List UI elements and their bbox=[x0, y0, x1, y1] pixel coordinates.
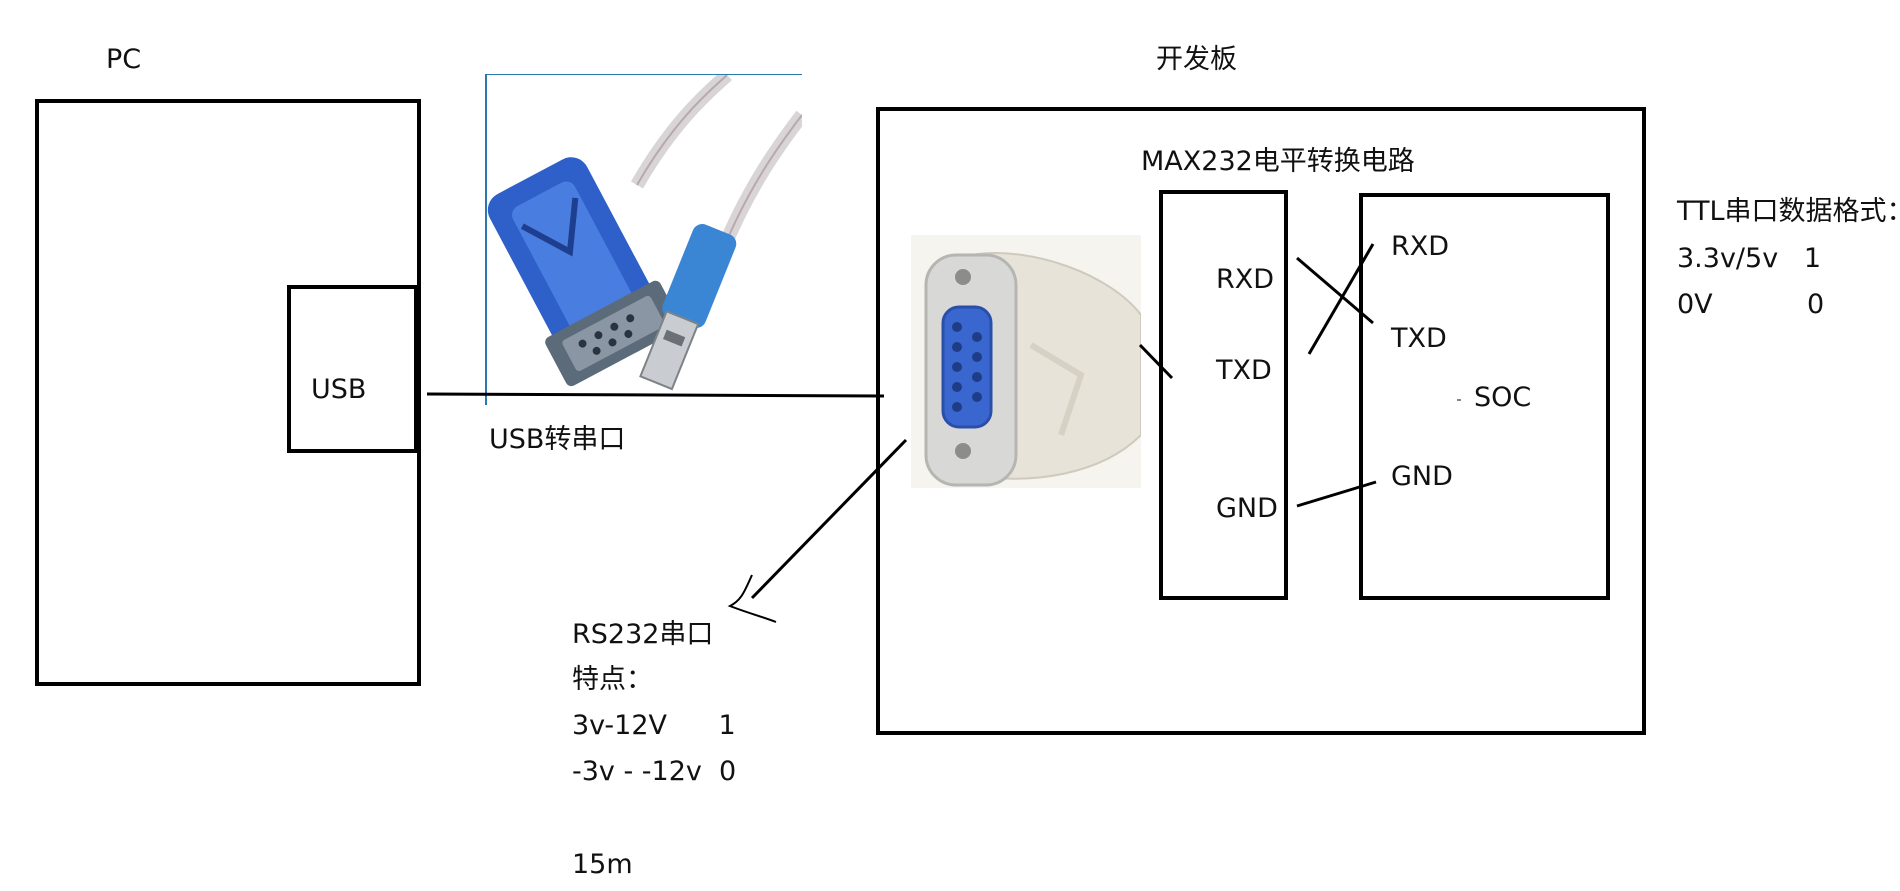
dev-board-label: 开发板 bbox=[1156, 44, 1237, 75]
pc-box bbox=[35, 99, 421, 686]
usb-serial-cable-icon bbox=[487, 75, 802, 391]
usb-port-label: USB bbox=[311, 374, 367, 405]
db9-connector-icon bbox=[911, 235, 1141, 488]
usb-to-serial-label: USB转串口 bbox=[489, 424, 626, 455]
ttl-low-level: 0V 0 bbox=[1677, 289, 1825, 320]
max232-label: MAX232电平转换电路 bbox=[1141, 146, 1415, 177]
soc-gnd-label: GND bbox=[1391, 461, 1453, 492]
soc-label: SOC bbox=[1474, 382, 1532, 413]
connector-to-max-line bbox=[1138, 343, 1174, 380]
rs232-feature-label: 特点： bbox=[572, 664, 653, 695]
max232-gnd-label: GND bbox=[1216, 493, 1278, 524]
ttl-high-level: 3.3v/5v 1 bbox=[1677, 243, 1822, 274]
rs232-low-level: -3v - -12v 0 bbox=[572, 756, 737, 787]
usb-serial-cable-image bbox=[485, 74, 802, 405]
usb-port-box bbox=[287, 285, 418, 453]
max-txd-to-soc-rxd-line bbox=[1307, 243, 1375, 355]
soc-txd-label: TXD bbox=[1391, 323, 1447, 354]
max232-box bbox=[1159, 190, 1288, 600]
gnd-line bbox=[1296, 480, 1377, 508]
dev-board-box bbox=[876, 107, 1646, 735]
rs232-distance: 15m bbox=[572, 849, 633, 880]
max-rxd-to-soc-txd-line bbox=[1296, 256, 1374, 325]
soc-box bbox=[1359, 193, 1610, 600]
soc-rxd-label: RXD bbox=[1391, 231, 1450, 262]
usb-cable-line bbox=[426, 392, 885, 398]
rs232-title: RS232串口 bbox=[572, 619, 714, 650]
pc-label: PC bbox=[106, 44, 142, 75]
rs232-pointer-line bbox=[750, 438, 908, 600]
rs232-high-level: 3v-12V 1 bbox=[572, 710, 736, 741]
rs232-pointer-scribble bbox=[727, 574, 777, 623]
max232-rxd-label: RXD bbox=[1216, 264, 1275, 295]
ttl-title: TTL串口数据格式： bbox=[1677, 196, 1900, 227]
db9-connector-image bbox=[911, 235, 1141, 488]
max232-txd-label: TXD bbox=[1216, 355, 1272, 386]
